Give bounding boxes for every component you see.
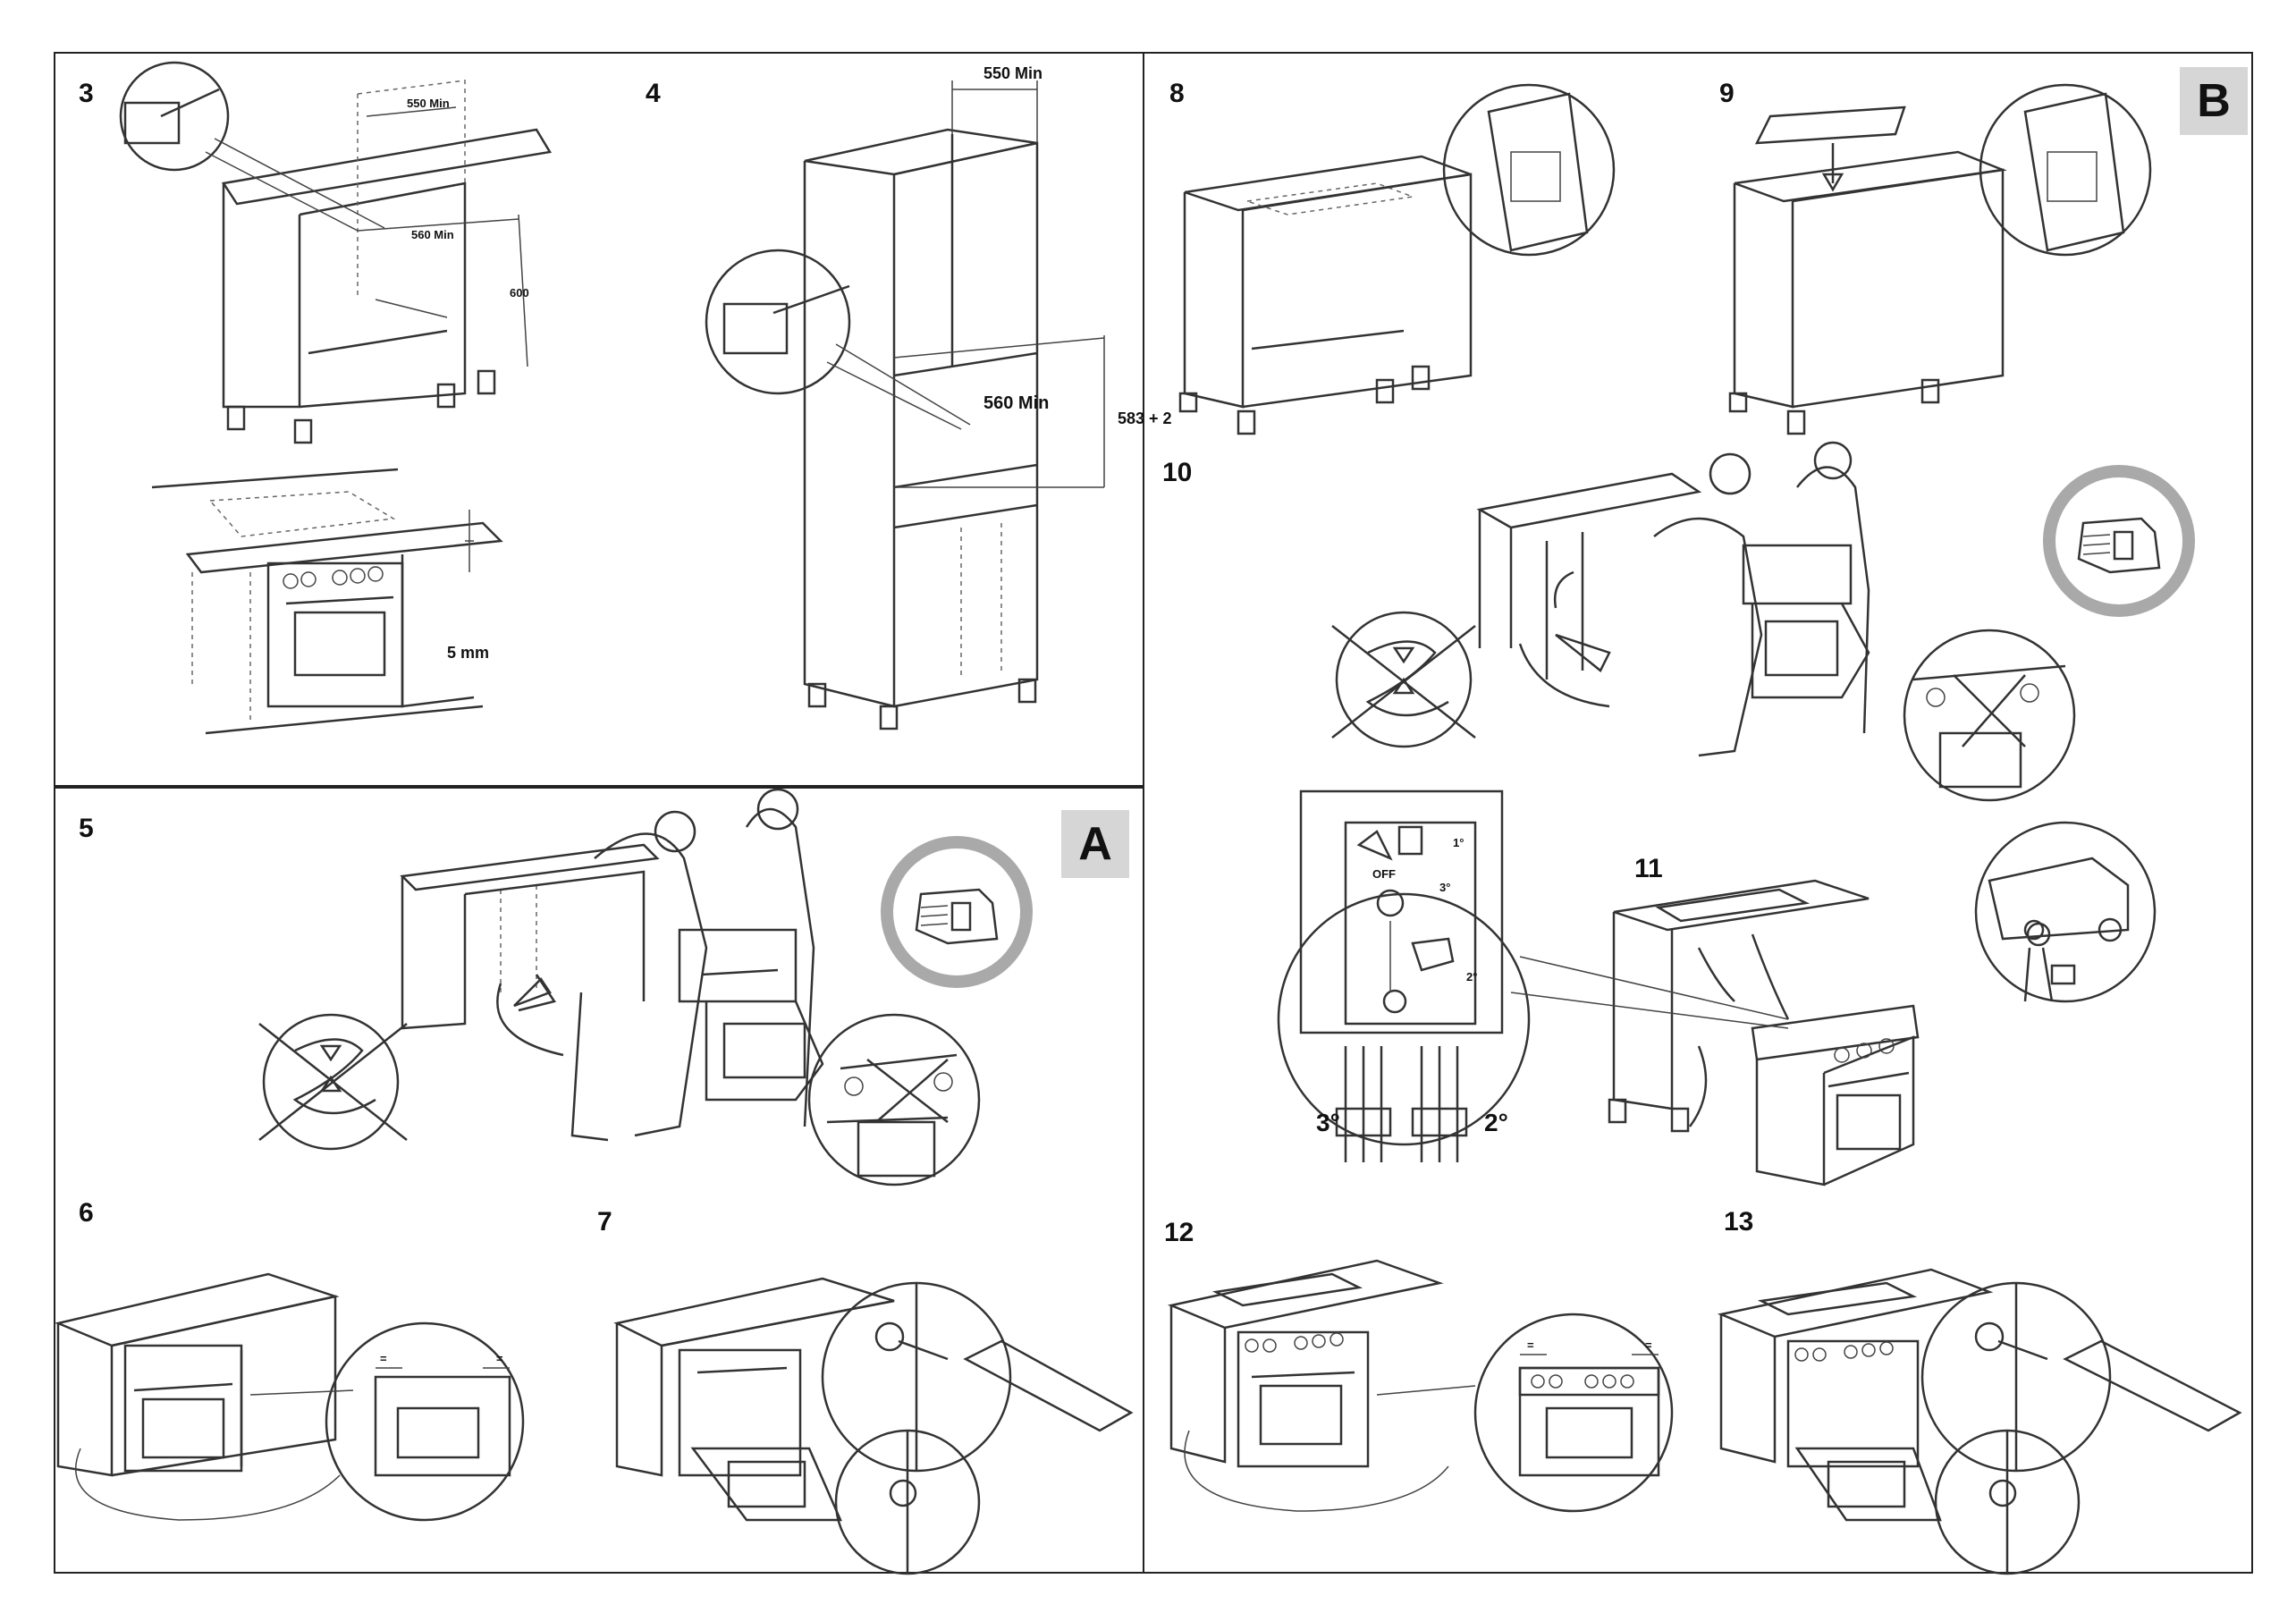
step-number-3: 3 [79, 79, 94, 109]
step-number-7: 7 [597, 1207, 612, 1237]
wiring-right-terminal-label: 2° [1484, 1109, 1508, 1137]
equal-mark-6-right: = [496, 1352, 503, 1365]
step-number-9: 9 [1719, 79, 1735, 109]
step-number-8: 8 [1169, 79, 1185, 109]
step10-install-cooker-illustration [1332, 443, 2074, 800]
section-tag-b: B [2180, 67, 2248, 135]
section-tag-a: A [1061, 810, 1129, 878]
wiring-step2-label: 2° [1466, 970, 1477, 984]
dimension-3-gap: 5 mm [447, 644, 489, 663]
step-number-12: 12 [1164, 1218, 1194, 1248]
step5-install-oven-illustration [259, 789, 979, 1185]
wiring-left-terminal-label: 3° [1316, 1109, 1340, 1137]
step11-electrical-illustration [1609, 823, 2155, 1185]
step-number-10: 10 [1162, 458, 1192, 488]
step-number-4: 4 [646, 79, 661, 109]
equal-mark-12-left: = [1527, 1338, 1534, 1352]
dimension-3-width: 560 Min [411, 228, 454, 241]
step7-screw-fixing-illustration [617, 1279, 1131, 1574]
dimension-3-height: 600 [510, 286, 529, 300]
wiring-off-label: OFF [1372, 867, 1396, 881]
dimension-3-depth: 550 Min [407, 97, 450, 110]
step6-level-check-illustration [58, 1274, 523, 1520]
dimension-4-depth: 550 Min [983, 64, 1042, 83]
glove-icon-a [887, 842, 1026, 982]
wiring-diagram-illustration [1279, 791, 1788, 1162]
step-number-5: 5 [79, 814, 94, 844]
equal-mark-6-left: = [380, 1352, 387, 1365]
step-number-6: 6 [79, 1198, 94, 1228]
glove-icon-b [2049, 471, 2189, 611]
step-number-13: 13 [1724, 1207, 1753, 1237]
wiring-step1-label: 1° [1453, 836, 1464, 849]
step8-cabinet-booklet-illustration [1180, 85, 1614, 434]
step9-placing-hob-illustration [1730, 85, 2150, 434]
equal-mark-12-right: = [1645, 1338, 1652, 1352]
wiring-step3-label: 3° [1439, 881, 1450, 894]
step3-worktop-oven-illustration [152, 469, 501, 733]
dimension-4-width: 560 Min [983, 393, 1049, 414]
step13-screw-fixing-illustration [1721, 1270, 2240, 1574]
step12-level-check-illustration [1171, 1261, 1672, 1511]
step3-cabinet-illustration [121, 63, 550, 443]
step-number-11: 11 [1634, 854, 1663, 884]
dimension-4-height: 583 + 2 [1118, 409, 1172, 428]
